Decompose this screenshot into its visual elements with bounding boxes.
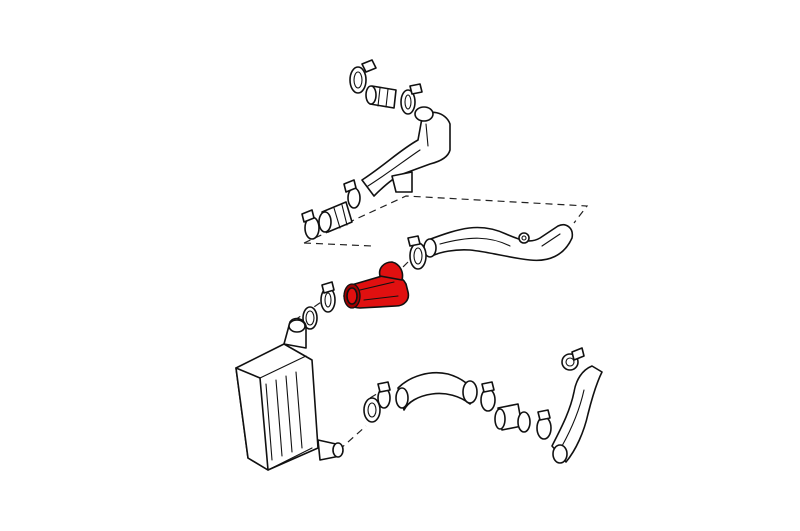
lower-left-clamp-2 (343, 179, 361, 209)
top-right-clamp (561, 347, 585, 371)
intercooler (235, 317, 344, 471)
lower-bent-hose (395, 372, 478, 411)
lower-clamp-b (480, 381, 496, 412)
upper-charge-pipe (361, 106, 451, 197)
upper-coupler-hose (365, 85, 397, 109)
intercooler-connector-hose[interactable] (343, 261, 410, 309)
dashed-assembly-outline (303, 195, 589, 247)
sealing-ring (302, 306, 318, 330)
lower-left-clamp-1 (301, 209, 320, 240)
hose-clamp-left (320, 281, 336, 313)
upper-hose-clamp-2 (400, 83, 423, 115)
middle-pipe-clamp (407, 235, 427, 270)
lower-clamp-c (517, 409, 552, 440)
lower-sleeve (494, 403, 523, 431)
upper-hose-clamp-1 (349, 59, 377, 94)
right-vertical-hose (551, 365, 603, 464)
lower-left-coupler (318, 201, 353, 233)
lower-hose-clamp-ring (363, 397, 381, 423)
middle-charge-pipe (423, 223, 574, 262)
lower-clamp-a (377, 381, 391, 409)
